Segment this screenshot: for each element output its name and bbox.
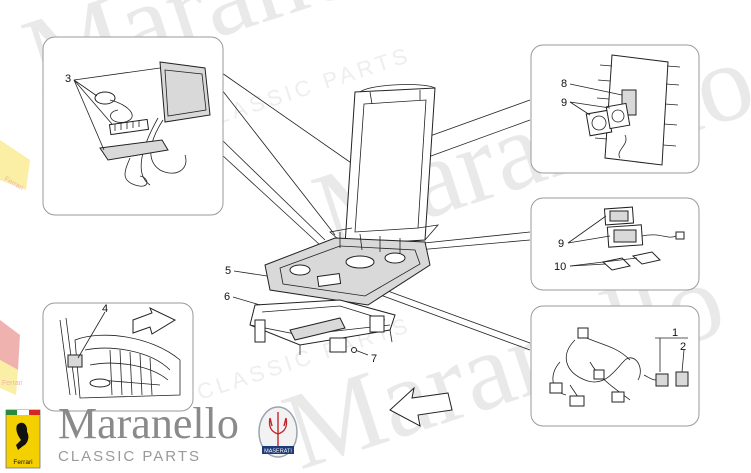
mat-hooks	[594, 64, 681, 147]
bracket-right	[631, 251, 661, 265]
ferrari-badge: Ferrari	[5, 409, 41, 469]
connector-item-2	[675, 371, 689, 387]
ferrari-badge-faded-3	[0, 360, 18, 395]
fan-unit-lower-grille	[613, 229, 637, 243]
seat-stitching	[109, 349, 153, 396]
harness-loop-c	[552, 361, 567, 396]
panel-items-1-2: 1 2	[530, 305, 700, 427]
seat-adjuster-base: 6 7	[224, 291, 396, 365]
direction-arrow-small	[132, 306, 177, 335]
panel-item-3: 3	[42, 36, 224, 216]
fan-right	[605, 102, 631, 130]
maserati-badge: MASERATI	[258, 406, 298, 458]
harness-connector-1	[577, 327, 589, 339]
callout-10: 10	[554, 261, 566, 273]
callout-2: 2	[680, 341, 686, 353]
seat-switch	[67, 354, 83, 368]
ferrari-badge-text: Ferrari	[13, 459, 32, 466]
harness-loop-a	[565, 339, 641, 383]
callout-3: 3	[65, 73, 71, 85]
connector-item-1	[655, 373, 669, 387]
harness-connector-2	[549, 382, 563, 394]
prancing-horse-icon	[16, 422, 29, 450]
door-handle	[89, 378, 111, 388]
panel-item-4: 4	[42, 302, 194, 412]
brand-name: Maranello	[58, 399, 239, 448]
callout-9-top: 9	[561, 97, 567, 109]
ferrari-badge-faded-2	[0, 320, 20, 370]
panel-items-8-9: 8 9	[530, 44, 700, 174]
harness-connector-4	[611, 391, 625, 403]
fan-connector	[675, 231, 685, 240]
callout-8: 8	[561, 78, 567, 90]
leader-lines	[221, 72, 531, 351]
seat-cushion-frame: 5	[225, 232, 431, 306]
panel-items-9-10: 9 10	[530, 197, 700, 291]
callout-7: 7	[371, 353, 377, 365]
harness-connector-3	[569, 395, 585, 407]
maserati-badge-text: MASERATI	[264, 449, 292, 455]
callout-4: 4	[102, 303, 108, 315]
small-sensor	[94, 91, 116, 105]
callout-6: 6	[224, 291, 230, 303]
lower-sensor-pad	[99, 139, 169, 161]
brand-sub: CLASSIC PARTS	[58, 448, 201, 465]
direction-arrow-large	[389, 386, 453, 427]
ferrari-watermark-badges: Ferrari Ferrari	[0, 140, 30, 395]
harness-connector-5	[593, 369, 605, 380]
callout-9-middle: 9	[558, 238, 564, 250]
callout-5: 5	[225, 265, 231, 277]
harness-loop-d	[589, 361, 631, 401]
seat-back-frame	[329, 84, 440, 246]
fan-unit-upper-grille	[609, 210, 629, 222]
seat-pad-sensor	[159, 61, 211, 123]
trident-icon	[268, 412, 288, 448]
ferrari-badge-faded-3-text: Ferrari	[2, 380, 23, 387]
callout-1: 1	[672, 327, 678, 339]
ferrari-badge-faded-1	[0, 140, 30, 190]
